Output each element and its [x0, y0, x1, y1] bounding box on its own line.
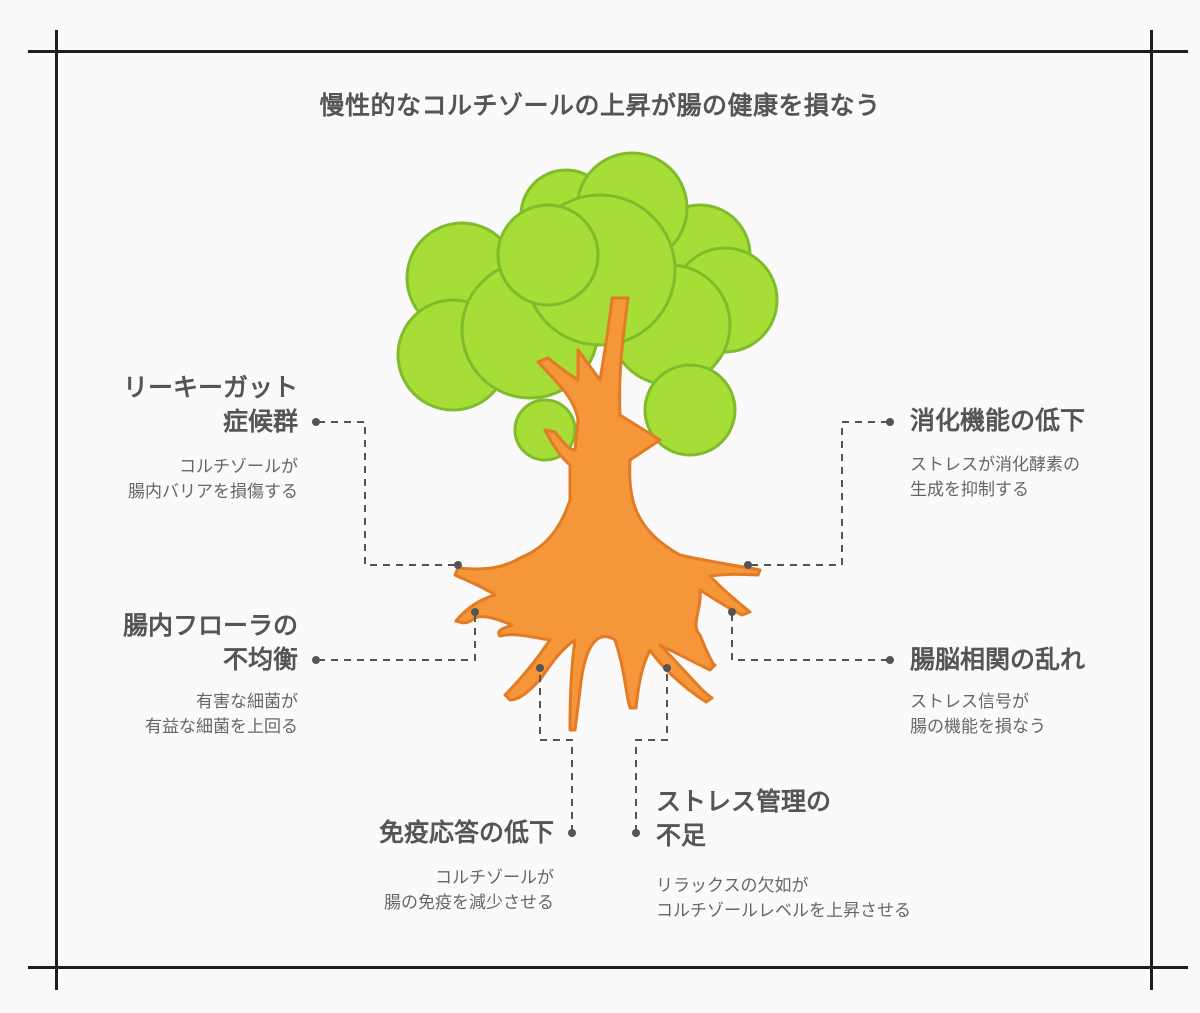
- connector-gut-brain: [731, 612, 888, 661]
- connector-stress-mgmt: [635, 668, 668, 832]
- flora-desc: 有害な細菌が 有益な細菌を上回る: [145, 692, 298, 737]
- gut-brain-heading: 腸脳相関の乱れ: [910, 645, 1086, 674]
- connector-leaky-gut: [318, 421, 458, 566]
- connector-digestion: [748, 421, 888, 566]
- tree-trunk-and-roots: [453, 296, 762, 732]
- gut-brain-desc: ストレス信号が 腸の機能を損なう: [910, 692, 1046, 737]
- stress-mgmt-desc: リラックスの欠如が コルチゾールレベルを上昇させる: [656, 876, 911, 921]
- immune-heading: 免疫応答の低下: [378, 818, 554, 847]
- frame-right-border: [1150, 30, 1153, 990]
- immune-desc: コルチゾールが 腸の免疫を減少させる: [384, 868, 554, 913]
- connector-dots: [312, 418, 894, 837]
- stress-mgmt-heading: ストレス管理の 不足: [656, 787, 832, 850]
- tree-foliage: [396, 151, 779, 462]
- frame-top-border: [28, 50, 1188, 53]
- digestion-heading: 消化機能の低下: [910, 406, 1086, 435]
- diagram-title: 慢性的なコルチゾールの上昇が腸の健康を損なう: [319, 91, 881, 120]
- leaky-gut-desc: コルチゾールが 腸内バリアを損傷する: [128, 457, 298, 502]
- connector-flora: [318, 612, 476, 661]
- connector-immune: [539, 668, 573, 832]
- frame-bottom-border: [28, 966, 1188, 969]
- flora-heading: 腸内フローラの 不均衡: [122, 611, 298, 674]
- frame-left-border: [55, 30, 58, 990]
- digestion-desc: ストレスが消化酵素の 生成を抑制する: [910, 455, 1080, 500]
- connector-lines: [318, 421, 888, 832]
- leaky-gut-heading: リーキーガット 症候群: [122, 373, 298, 436]
